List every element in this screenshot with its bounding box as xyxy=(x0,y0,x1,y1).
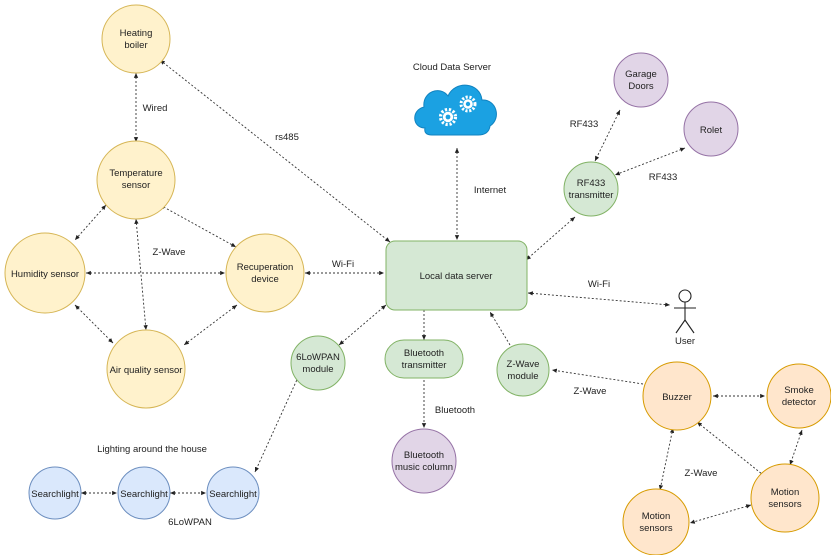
node-6lowpan-module[interactable]: 6LoWPAN module xyxy=(290,335,346,391)
node-user[interactable]: User xyxy=(674,289,696,347)
svg-text:6LoWPAN: 6LoWPAN xyxy=(296,352,340,363)
edge-recuperation-airquality xyxy=(183,304,238,346)
svg-text:sensors: sensors xyxy=(768,499,802,510)
svg-text:sensors: sensors xyxy=(639,523,673,534)
svg-text:Garage: Garage xyxy=(625,69,657,80)
svg-text:transmitter: transmitter xyxy=(402,360,447,371)
edge-server-user xyxy=(527,291,671,307)
node-buzzer[interactable]: Buzzer xyxy=(642,361,712,431)
svg-text:Bluetooth: Bluetooth xyxy=(404,450,444,461)
edge-rf433-server xyxy=(525,216,576,261)
svg-text:Temperature: Temperature xyxy=(109,168,162,179)
user-actor-icon xyxy=(674,289,696,334)
edge-humidity-airquality xyxy=(74,304,114,344)
label-internet: Internet xyxy=(474,185,507,196)
svg-text:Searchlight: Searchlight xyxy=(31,489,79,500)
label-6lowpan: 6LoWPAN xyxy=(168,517,212,528)
svg-text:Motion: Motion xyxy=(642,511,671,522)
edge-temperature-recuperation xyxy=(159,204,237,248)
svg-text:Smoke: Smoke xyxy=(784,385,814,396)
svg-text:module: module xyxy=(507,371,538,382)
node-smoke-detector[interactable]: Smoke detector xyxy=(766,363,831,429)
svg-text:Searchlight: Searchlight xyxy=(120,489,168,500)
svg-text:sensor: sensor xyxy=(122,180,151,191)
label-zwave-bottom: Z-Wave xyxy=(685,468,718,479)
edge-rolet-rf433 xyxy=(614,147,686,176)
label-wifi-left: Wi-Fi xyxy=(332,259,354,270)
label-bluetooth: Bluetooth xyxy=(435,405,475,416)
label-wifi-right: Wi-Fi xyxy=(588,279,610,290)
node-air-quality-sensor[interactable]: Air quality sensor xyxy=(106,329,186,409)
edge-motion-motion xyxy=(689,504,752,524)
node-searchlight-2[interactable]: Searchlight xyxy=(117,466,171,520)
node-local-data-server[interactable]: Local data server xyxy=(385,240,528,311)
label-zwave-left: Z-Wave xyxy=(153,247,186,258)
edge-buzzer-motion-left xyxy=(658,427,675,491)
node-searchlight-3[interactable]: Searchlight xyxy=(206,466,260,520)
svg-text:device: device xyxy=(251,274,278,285)
svg-text:Recuperation: Recuperation xyxy=(237,262,294,273)
label-rf433-top: RF433 xyxy=(570,119,599,130)
edge-temperature-humidity xyxy=(74,204,107,241)
svg-text:music column: music column xyxy=(395,462,453,473)
node-zwave-module[interactable]: Z-Wave module xyxy=(496,343,550,397)
label-wired: Wired xyxy=(143,103,168,114)
node-bluetooth-transmitter[interactable]: Bluetooth transmitter xyxy=(384,339,464,379)
svg-text:Searchlight: Searchlight xyxy=(209,489,257,500)
label-rs485: rs485 xyxy=(275,132,299,143)
svg-text:RF433: RF433 xyxy=(577,178,606,189)
edge-buzzer-motion-right xyxy=(696,421,768,479)
edge-boiler-server xyxy=(159,59,391,243)
svg-text:transmitter: transmitter xyxy=(569,190,614,201)
svg-text:module: module xyxy=(302,364,333,375)
svg-text:Local data server: Local data server xyxy=(420,271,493,282)
svg-text:Cloud Data Server: Cloud Data Server xyxy=(413,62,491,73)
svg-text:Air quality sensor: Air quality sensor xyxy=(110,365,183,376)
edge-6lowpan-server xyxy=(338,304,387,346)
node-rf433-transmitter[interactable]: RF433 transmitter xyxy=(563,161,619,217)
edge-garage-rf433 xyxy=(594,109,621,162)
edge-labels: Wired rs485 Z-Wave Wi-Fi Internet RF433 … xyxy=(97,103,717,528)
svg-text:detector: detector xyxy=(782,397,816,408)
svg-text:Z-Wave: Z-Wave xyxy=(507,359,540,370)
node-recuperation-device[interactable]: Recuperation device xyxy=(225,233,305,313)
svg-text:Buzzer: Buzzer xyxy=(662,392,692,403)
label-lighting: Lighting around the house xyxy=(97,444,207,455)
svg-text:Heating: Heating xyxy=(120,28,153,39)
node-temperature-sensor[interactable]: Temperature sensor xyxy=(96,140,176,220)
node-motion-sensors-left[interactable]: Motion sensors xyxy=(622,488,690,555)
label-zwave-middle: Z-Wave xyxy=(574,386,607,397)
svg-text:boiler: boiler xyxy=(124,40,147,51)
node-heating-boiler[interactable]: Heating boiler xyxy=(101,4,171,74)
user-label: User xyxy=(675,336,695,347)
svg-text:Rolet: Rolet xyxy=(700,125,723,136)
node-cloud-data-server[interactable]: Cloud Data Server xyxy=(413,62,497,136)
node-humidity-sensor[interactable]: Humidity sensor xyxy=(4,232,86,314)
label-rf433-right: RF433 xyxy=(649,172,678,183)
svg-text:Humidity sensor: Humidity sensor xyxy=(11,269,79,280)
node-bluetooth-music-column[interactable]: Bluetooth music column xyxy=(391,428,457,494)
edge-zwave-server xyxy=(489,311,511,346)
svg-text:Motion: Motion xyxy=(771,487,800,498)
cloud-gears-icon xyxy=(414,84,497,136)
node-searchlight-1[interactable]: Searchlight xyxy=(28,466,82,520)
edge-smoke-motion-right xyxy=(789,429,803,466)
node-motion-sensors-right[interactable]: Motion sensors xyxy=(750,463,820,533)
edge-temperature-airquality xyxy=(134,218,148,331)
node-garage-doors[interactable]: Garage Doors xyxy=(613,52,669,108)
svg-text:Doors: Doors xyxy=(628,81,654,92)
edge-buzzer-zwave xyxy=(551,368,644,385)
node-rolet[interactable]: Rolet xyxy=(683,101,739,157)
svg-text:Bluetooth: Bluetooth xyxy=(404,348,444,359)
